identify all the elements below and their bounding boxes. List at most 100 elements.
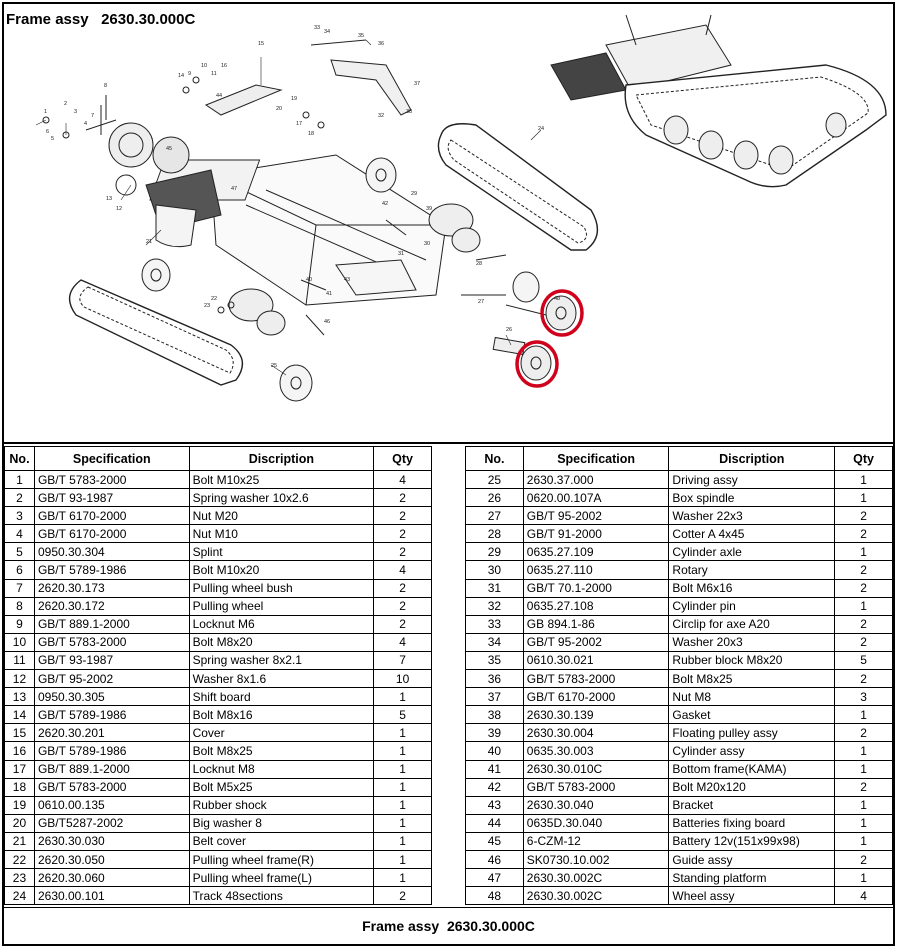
cell-qty: 1 (834, 469, 893, 490)
callout-number: 38 (406, 109, 412, 115)
cell-description: Bolt M20x120 (668, 777, 836, 797)
cell-qty: 4 (373, 560, 432, 580)
cell-description: Spring washer 10x2.6 (188, 488, 375, 508)
callout-number: 35 (358, 33, 364, 39)
callout-number: 33 (314, 25, 320, 31)
cell-description: Belt cover (188, 831, 375, 851)
cell-qty: 2 (373, 524, 432, 544)
callout-number: 30 (424, 241, 430, 247)
callout-number: 8 (104, 83, 107, 89)
cell-description: Bolt M5x25 (188, 777, 375, 797)
cell-no: 3 (4, 506, 35, 526)
cell-no: 8 (4, 596, 35, 616)
cell-description: Bolt M8x25 (668, 669, 836, 689)
callout-number: 15 (258, 41, 264, 47)
cell-description: Driving assy (668, 469, 836, 490)
cell-specification: GB/T 889.1-2000 (33, 614, 190, 634)
highlighted-wheel-assy-drawing (492, 289, 584, 388)
cell-no: 44 (465, 813, 524, 833)
cell-no: 19 (4, 795, 35, 815)
cell-no: 13 (4, 687, 35, 707)
cell-description: Circlip for axe A20 (668, 614, 836, 634)
cell-no: 10 (4, 632, 35, 652)
callout-number: 3 (74, 109, 77, 115)
cell-specification: 0610.30.021 (522, 650, 670, 671)
cell-no: 45 (465, 831, 524, 851)
cell-description: Bolt M10x25 (188, 469, 375, 490)
cell-qty: 1 (373, 795, 432, 815)
cell-description: Batteries fixing board (668, 813, 836, 833)
leader-lines (35, 39, 542, 376)
cell-specification: 2630.30.002C (522, 868, 670, 888)
cell-specification: 2620.30.173 (33, 578, 190, 598)
page-title: Frame assy 2630.30.000C (6, 11, 195, 28)
cell-specification: GB/T 5789-1986 (33, 560, 190, 580)
cell-no: 43 (465, 795, 524, 815)
cell-specification: GB/T 5783-2000 (33, 632, 190, 652)
cell-no: 15 (4, 723, 35, 743)
cell-no: 29 (465, 542, 524, 562)
callout-number: 42 (382, 201, 388, 207)
cell-specification: 2630.30.139 (522, 705, 670, 725)
cell-no: 39 (465, 723, 524, 743)
cell-specification: 0610.00.135 (33, 795, 190, 815)
cell-description: Washer 8x1.6 (188, 669, 375, 689)
cell-qty: 1 (834, 795, 893, 815)
cell-specification: 6-CZM-12 (522, 831, 670, 851)
cell-qty: 1 (834, 705, 893, 725)
cell-qty: 1 (834, 542, 893, 562)
callout-number: 9 (188, 71, 191, 77)
cell-specification: 0635.27.108 (522, 596, 670, 616)
cell-no: 23 (4, 868, 35, 888)
callout-number: 37 (414, 81, 420, 87)
exploded-view-drawing: 1234567891011121314151617181920212223242… (35, 14, 887, 402)
callout-number: 34 (324, 29, 330, 35)
callout-number: 36 (378, 41, 384, 47)
header-no: No. (465, 446, 524, 471)
cell-specification: 2630.30.004 (522, 723, 670, 743)
cell-qty: 5 (834, 650, 893, 671)
cell-no: 35 (465, 650, 524, 671)
cell-qty: 1 (373, 831, 432, 851)
section-divider (2, 442, 895, 444)
cell-qty: 2 (834, 849, 893, 870)
callout-number: 22 (211, 296, 217, 302)
cell-description: Guide assy (668, 849, 836, 870)
cell-qty: 1 (834, 868, 893, 888)
cell-specification: GB/T 95-2002 (522, 632, 670, 652)
cell-description: Rubber shock (188, 795, 375, 815)
callout-number: 7 (91, 113, 94, 119)
footer-title: Frame assy 2630.30.000C (0, 918, 897, 934)
cell-description: Cylinder pin (668, 596, 836, 616)
callout-number: 39 (426, 206, 432, 212)
cell-description: Pulling wheel (188, 596, 375, 616)
table-header-row: No. Specification Discription Qty (465, 446, 893, 471)
cell-specification: 2630.00.101 (33, 886, 190, 906)
header-description: Discription (668, 446, 836, 471)
callout-number: 27 (478, 299, 484, 305)
callout-number: 13 (106, 196, 112, 202)
cell-qty: 1 (834, 759, 893, 779)
callout-number: 10 (201, 63, 207, 69)
cell-description: Cotter A 4x45 (668, 524, 836, 544)
cell-description: Battery 12v(151x99x98) (668, 831, 836, 851)
cell-specification: GB/T 5783-2000 (522, 669, 670, 689)
cell-no: 18 (4, 777, 35, 797)
cell-no: 4 (4, 524, 35, 544)
cell-description: Nut M10 (188, 524, 375, 544)
cell-qty: 3 (834, 687, 893, 707)
cell-no: 38 (465, 705, 524, 725)
cell-specification: GB/T 5783-2000 (33, 777, 190, 797)
cell-description: Bolt M6x16 (668, 578, 836, 598)
